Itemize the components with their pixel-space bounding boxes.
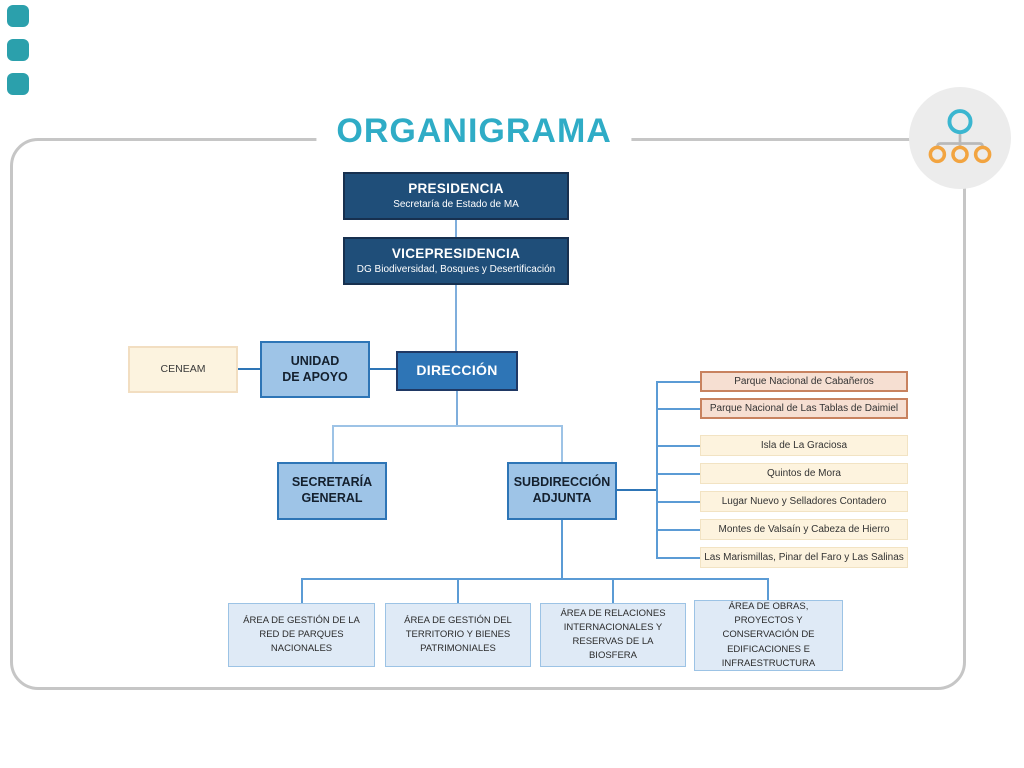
- node-presidencia-subtitle: Secretaría de Estado de MA: [393, 198, 519, 210]
- connector-bracket-vertical: [656, 381, 658, 558]
- parque-label: Montes de Valsaín y Cabeza de Hierro: [718, 524, 890, 535]
- area-label: ÁREA DE OBRAS, PROYECTOS Y CONSERVACIÓN …: [721, 600, 816, 669]
- connector-area-drop: [457, 578, 459, 603]
- node-direccion: DIRECCIÓN: [396, 351, 518, 391]
- connector-area-drop: [767, 578, 769, 600]
- node-presidencia: PRESIDENCIA Secretaría de Estado de MA: [343, 172, 569, 220]
- node-unidad-line2: DE APOYO: [282, 369, 348, 384]
- parque-label: Parque Nacional de Las Tablas de Daimiel: [709, 403, 899, 414]
- org-chart-icon: [909, 87, 1011, 189]
- node-parque-cabaneros: Parque Nacional de Cabañeros: [700, 371, 908, 392]
- node-secretaria-general: SECRETARÍA GENERAL: [277, 462, 387, 520]
- node-area-territorio: ÁREA DE GESTIÓN DEL TERRITORIO Y BIENES …: [385, 603, 531, 667]
- connector-bracket-stub: [656, 473, 700, 475]
- node-isla-graciosa: Isla de La Graciosa: [700, 435, 908, 456]
- page-title: ORGANIGRAMA: [316, 112, 632, 151]
- parque-label: Quintos de Mora: [767, 468, 841, 479]
- area-label: ÁREA DE GESTIÓN DEL TERRITORIO Y BIENES …: [404, 614, 512, 655]
- decorative-square: [7, 39, 29, 61]
- node-ceneam-label: CENEAM: [160, 362, 206, 375]
- parque-label: Las Marismillas, Pinar del Faro y Las Sa…: [704, 552, 904, 563]
- connector-subdireccion-bracket: [617, 489, 657, 491]
- node-presidencia-title: PRESIDENCIA: [408, 180, 504, 196]
- connector-direccion-down: [456, 391, 458, 425]
- connector-area-drop: [301, 578, 303, 603]
- node-parque-tablas-daimiel: Parque Nacional de Las Tablas de Daimiel: [700, 398, 908, 419]
- node-marismillas: Las Marismillas, Pinar del Faro y Las Sa…: [700, 547, 908, 568]
- node-secretaria-line2: GENERAL: [301, 491, 363, 505]
- connector-bracket-stub: [656, 445, 700, 447]
- connector-bracket-stub: [656, 501, 700, 503]
- org-chart-icon-glyph: [928, 109, 992, 164]
- area-label: ÁREA DE RELACIONES INTERNACIONALES Y RES…: [560, 607, 666, 662]
- decorative-square: [7, 73, 29, 95]
- decorative-square: [7, 5, 29, 27]
- node-area-relaciones: ÁREA DE RELACIONES INTERNACIONALES Y RES…: [540, 603, 686, 667]
- connector-down-secretaria: [332, 425, 334, 462]
- node-quintos-de-mora: Quintos de Mora: [700, 463, 908, 484]
- connector-down-subdireccion: [561, 425, 563, 462]
- parque-label: Isla de La Graciosa: [760, 440, 848, 451]
- node-lugar-nuevo: Lugar Nuevo y Selladores Contadero: [700, 491, 908, 512]
- node-area-red-parques: ÁREA DE GESTIÓN DE LA RED DE PARQUES NAC…: [228, 603, 375, 667]
- node-ceneam: CENEAM: [128, 346, 238, 393]
- node-direccion-label: DIRECCIÓN: [416, 362, 498, 379]
- connector-bracket-stub: [656, 408, 700, 410]
- node-secretaria-line1: SECRETARÍA: [291, 475, 373, 490]
- node-area-obras: ÁREA DE OBRAS, PROYECTOS Y CONSERVACIÓN …: [694, 600, 843, 671]
- connector-area-drop: [612, 578, 614, 603]
- node-vicepresidencia: VICEPRESIDENCIA DG Biodiversidad, Bosque…: [343, 237, 569, 285]
- node-subdireccion-line2: ADJUNTA: [532, 491, 592, 505]
- connector-presidencia-vicepresidencia: [455, 220, 457, 237]
- area-label: ÁREA DE GESTIÓN DE LA RED DE PARQUES NAC…: [243, 614, 360, 655]
- connector-bracket-stub: [656, 529, 700, 531]
- connector-vicepresidencia-direccion: [455, 285, 457, 351]
- parque-label: Lugar Nuevo y Selladores Contadero: [721, 496, 887, 507]
- connector-bracket-stub: [656, 557, 700, 559]
- node-unidad-de-apoyo: UNIDAD DE APOYO: [260, 341, 370, 398]
- connector-bracket-stub: [656, 381, 700, 383]
- connector-areas-bar: [301, 578, 769, 580]
- node-vicepresidencia-subtitle: DG Biodiversidad, Bosques y Desertificac…: [356, 263, 556, 275]
- node-unidad-line1: UNIDAD: [290, 353, 340, 368]
- node-subdireccion-adjunta: SUBDIRECCIÓN ADJUNTA: [507, 462, 617, 520]
- connector-unidad-direccion: [370, 368, 396, 370]
- node-montes-valsain: Montes de Valsaín y Cabeza de Hierro: [700, 519, 908, 540]
- node-vicepresidencia-title: VICEPRESIDENCIA: [391, 245, 521, 261]
- parque-label: Parque Nacional de Cabañeros: [734, 376, 874, 387]
- connector-subdireccion-areas: [561, 520, 563, 578]
- connector-ceneam-unidad: [238, 368, 260, 370]
- connector-tee-bar: [332, 425, 562, 427]
- node-subdireccion-line1: SUBDIRECCIÓN: [513, 475, 611, 490]
